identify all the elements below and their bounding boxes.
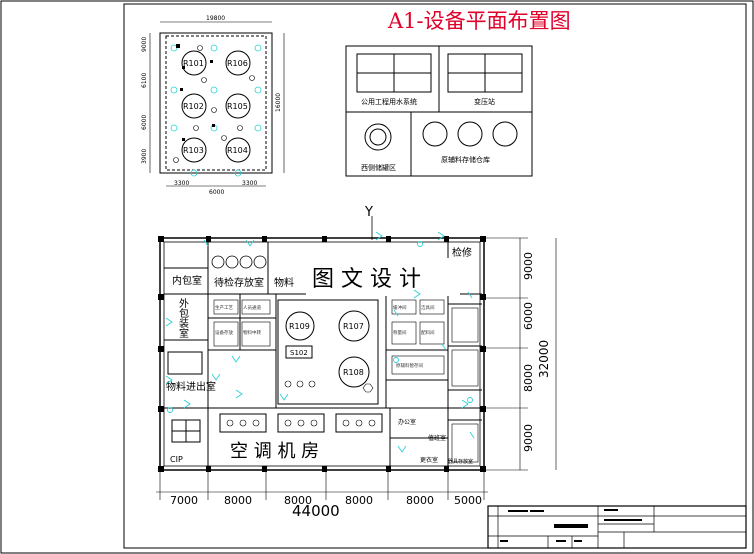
y-axis-label: Y	[364, 205, 373, 220]
svg-text:人员通道: 人员通道	[243, 304, 261, 311]
svg-text:物料中转: 物料中转	[243, 329, 261, 336]
svg-text:设备存放: 设备存放	[215, 329, 233, 336]
room-material-entry: 物料进出室	[166, 380, 216, 393]
room-duty: 值班室	[428, 434, 446, 442]
reactor-r108: R108	[343, 368, 364, 377]
tank-r104	[225, 137, 251, 163]
site-bottom-dim-2: 3300	[242, 180, 257, 187]
svg-text:生产工艺: 生产工艺	[215, 304, 233, 311]
room-pending-storage: 待检存放室	[214, 276, 264, 289]
reactor-r109: R109	[289, 322, 310, 331]
title-block	[487, 505, 747, 549]
tank-r103-label: R103	[183, 146, 204, 155]
equipment-board: 公用工程用水系统 变压站 西侧储罐区 原辅料存储仓库	[345, 45, 533, 177]
right-dim-2: 8000	[522, 364, 535, 392]
floor-plan: Y	[156, 205, 557, 520]
svg-text:原辅料暂存间: 原辅料暂存间	[396, 362, 423, 369]
transformer-label: 变压站	[474, 97, 495, 106]
watermark-box	[306, 258, 460, 296]
right-dim-total: 32000	[537, 340, 551, 378]
room-cip: CIP	[170, 455, 183, 464]
watermark: 图 文 设 计	[312, 267, 421, 292]
site-right-dim: 16000	[275, 93, 282, 112]
site-left-dim-2: 6000	[141, 115, 148, 130]
site-bottom-dim-1: 6000	[209, 189, 224, 196]
tank-r103	[181, 137, 207, 163]
right-dim-0: 9000	[522, 252, 535, 280]
room-storage: 器具存放室	[448, 458, 473, 465]
right-dim-3: 9000	[522, 424, 535, 452]
tank-r105	[225, 93, 251, 119]
bottom-dim-3: 8000	[345, 494, 373, 507]
bottom-dim-0: 7000	[170, 494, 198, 507]
svg-text:缓冲间: 缓冲间	[393, 304, 407, 311]
site-bottom-dim-0: 3300	[174, 180, 189, 187]
utility-water-label: 公用工程用水系统	[361, 97, 417, 106]
tank-r106-label: R106	[227, 59, 248, 68]
room-changing: 更衣室	[420, 456, 438, 464]
svg-text:称量间: 称量间	[393, 329, 407, 336]
room-material: 物料	[274, 276, 294, 289]
tank-r101-label: R101	[183, 59, 204, 68]
site-left-dim-1: 6100	[141, 73, 148, 88]
site-left-dim-3: 3900	[141, 149, 148, 164]
tank-r105-label: R105	[227, 102, 248, 111]
tank-r104-label: R104	[227, 146, 248, 155]
bottom-dim-1: 8000	[224, 494, 252, 507]
reactor-r107: R107	[343, 322, 364, 331]
right-dim-1: 6000	[522, 302, 535, 330]
bottom-dim-5: 5000	[454, 494, 482, 507]
room-outer-pack: 外包装室	[177, 298, 189, 338]
svg-text:洁具间: 洁具间	[421, 304, 435, 311]
tank-area-label: 西侧储罐区	[361, 163, 396, 172]
site-top-dim: 19800	[206, 15, 225, 22]
drawing-frame	[123, 3, 747, 549]
room-hvac: 空 调 机 房	[230, 441, 319, 462]
bottom-dim-2: 8000	[284, 494, 312, 507]
room-qc: 检修	[452, 246, 472, 259]
tank-r102	[181, 93, 207, 119]
bottom-dim-4: 8000	[406, 494, 434, 507]
vessel-s102: S102	[290, 349, 308, 357]
tank-r102-label: R102	[183, 102, 204, 111]
drawing-title: A1-设备平面布置图	[387, 9, 571, 33]
room-office: 办公室	[398, 418, 416, 426]
site-left-dim-0: 9000	[141, 37, 148, 52]
site-plan: 19800 9000 6100 6000 3900 16000 3300 600…	[141, 15, 285, 196]
bottom-dim-total: 44000	[292, 502, 340, 520]
svg-text:配料间: 配料间	[421, 329, 435, 336]
tank-r106	[225, 50, 251, 76]
raw-storage-label: 原辅料存储仓库	[441, 155, 490, 164]
tank-r101	[181, 50, 207, 76]
room-inner-pack: 内包室	[172, 274, 202, 287]
